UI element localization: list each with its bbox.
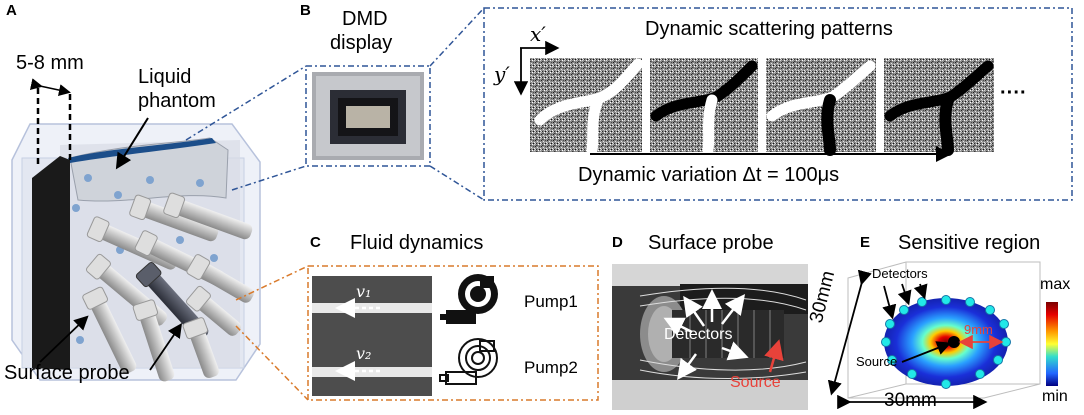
pump2-label: Pump2 [524,358,578,377]
source-marker [948,336,960,348]
probe-pointer-arrow-1 [39,315,89,363]
phantom-pointer-arrow [115,117,149,170]
probe-pointer-arrow-2 [149,323,183,371]
dmd-chip [305,65,431,167]
source-pointer-arrow [764,339,784,373]
panel-b [305,7,1073,201]
panel-letter-b: B [300,2,311,19]
detector-arrows [663,289,749,381]
d-detectors-label: Detectors [664,326,733,343]
colorbar-min-label: min [1042,388,1068,405]
panel-letter-e: E [860,234,871,251]
phantom-label-line2: phantom [138,90,216,112]
pattern-tile-1 [530,58,644,156]
probe-array [82,192,254,382]
dmd-label-line1: DMD [342,8,388,30]
colorbar [1046,302,1058,386]
connector-a-b [185,7,485,201]
black-plate [32,156,70,370]
thickness-arrow [29,78,71,96]
probe-title: Surface probe [648,232,774,254]
fluid-box [307,265,599,401]
more-patterns-ellipsis: ···· [1000,82,1027,104]
e-detector-arrows [882,283,928,320]
probe-label: Surface probe [4,362,130,384]
colorbar-max-label: max [1040,276,1071,293]
patterns-title: Dynamic scattering patterns [645,18,893,40]
pump1-icon [440,274,498,324]
panel-e [827,261,1058,410]
panel-letter-a: A [6,2,17,19]
velocity-1-label: v₁ [356,282,372,301]
pattern-tile-4 [884,58,994,156]
connector-a-c [235,265,309,401]
dmd-label-line2: display [330,32,393,54]
panel-d [612,264,808,410]
phantom-label-line1: Liquid [138,66,192,88]
thickness-marker [36,88,72,168]
axis-y-label: y′ [494,62,510,86]
sensitive-title: Sensitive region [898,232,1041,254]
tube-photo [312,276,432,396]
panel-letter-c: C [310,234,321,251]
pump1-label: Pump1 [524,292,578,311]
scattering-box [483,7,1073,201]
pattern-tile-3 [766,58,876,156]
radius-label: 9mm [964,322,993,337]
fluid-title: Fluid dynamics [350,232,484,254]
axis-x-label: x′ [530,22,546,46]
panel-c [307,265,599,401]
panel-letter-d: D [612,234,623,251]
pattern-tile-2 [650,58,758,156]
pump2-icon [439,338,498,385]
velocity-2-label: v₂ [356,344,372,363]
dim-horizontal-label: 30mm [884,390,937,411]
d-source-label: Source [730,374,781,391]
detector-markers [881,295,1011,389]
source-arrow [901,341,952,363]
variation-label: Dynamic variation Δt = 100μs [578,164,840,186]
distance-label: 5-8 mm [16,52,84,74]
panel-a [11,78,261,382]
e-detectors-label: Detectors [872,266,928,281]
dim-vertical-arrow [827,269,872,396]
e-source-label: Source [856,354,898,369]
